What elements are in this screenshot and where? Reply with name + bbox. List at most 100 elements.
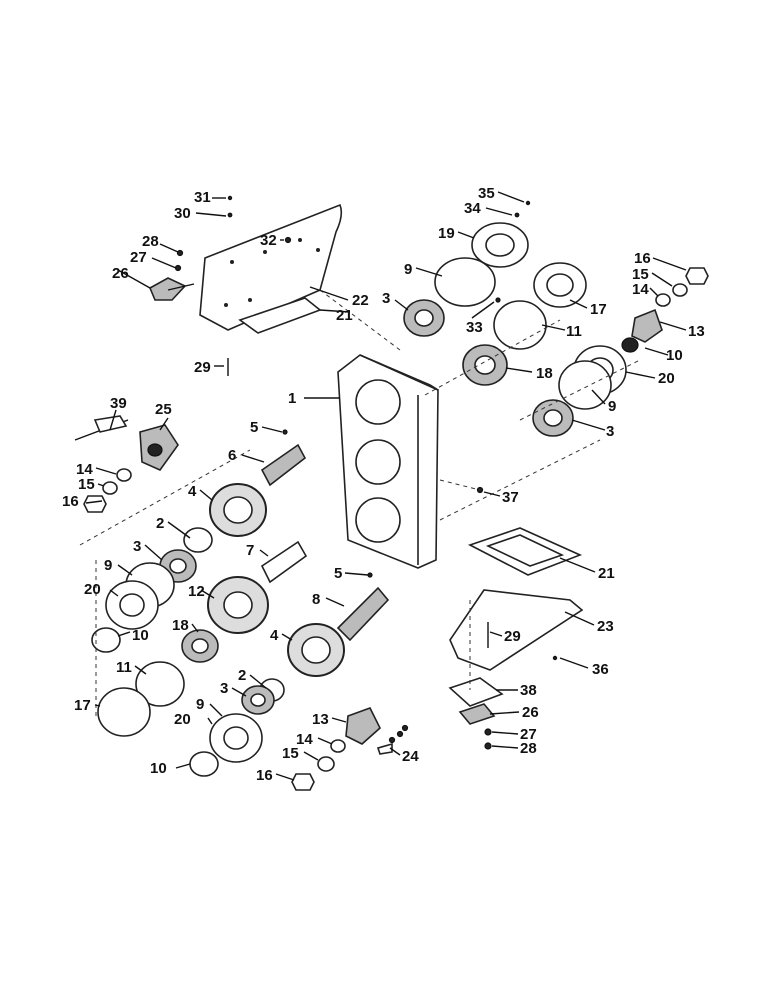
callout-37: 37 <box>502 489 519 506</box>
retainer-20-left <box>105 580 159 630</box>
seal-10-lower <box>189 751 219 777</box>
nut-16-right <box>685 267 709 285</box>
callout-15: 15 <box>78 476 95 493</box>
nut-27-lower <box>484 728 492 736</box>
callout-31: 31 <box>194 189 211 206</box>
cap-17-upper <box>533 262 587 308</box>
washer-15-lower <box>317 756 335 772</box>
gear-4-upper <box>209 483 267 537</box>
hardware-upper-small <box>174 195 558 661</box>
leader-lines <box>85 191 687 781</box>
callout-11: 11 <box>116 659 132 676</box>
bolts-24 <box>376 724 409 755</box>
callout-1: 1 <box>288 390 296 407</box>
callout-28: 28 <box>520 740 537 757</box>
bearing-3-right <box>532 399 574 437</box>
callout-17: 17 <box>590 301 607 318</box>
assembly-lines <box>79 289 641 720</box>
nut-28-lower <box>484 742 492 750</box>
callout-9: 9 <box>608 398 616 415</box>
bracket-26-upper <box>148 277 195 301</box>
callout-27: 27 <box>130 249 147 266</box>
callout-38: 38 <box>520 682 537 699</box>
callout-7: 7 <box>246 542 254 559</box>
spacer-2-upper <box>183 527 213 553</box>
callout-24: 24 <box>402 748 419 765</box>
washer-14-left <box>116 468 132 482</box>
callout-13: 13 <box>312 711 329 728</box>
shaft-8 <box>336 586 390 642</box>
callout-26: 26 <box>522 704 539 721</box>
washer-14-right <box>655 293 671 307</box>
bearing-3-upper <box>403 299 445 337</box>
callout-2: 2 <box>238 667 246 684</box>
callout-28: 28 <box>142 233 159 250</box>
bearing-18-upper <box>462 344 508 386</box>
callout-17: 17 <box>74 697 91 714</box>
callout-16: 16 <box>256 767 273 784</box>
callout-2: 2 <box>156 515 164 532</box>
gear-4-lower <box>287 623 345 677</box>
callout-10: 10 <box>666 347 683 364</box>
washer-15-left <box>102 481 118 495</box>
washer-15-right <box>672 283 688 297</box>
bolt-39 <box>74 415 129 441</box>
nut-16-lower <box>291 773 315 791</box>
callout-3: 3 <box>133 538 141 555</box>
callout-21: 21 <box>336 307 353 324</box>
callout-10: 10 <box>132 627 149 644</box>
callout-32: 32 <box>260 232 277 249</box>
callout-3: 3 <box>606 423 614 440</box>
callout-16: 16 <box>634 250 651 267</box>
bearing-18-left <box>181 629 219 663</box>
seal-10-left <box>91 627 121 653</box>
callout-labels: 1 2 2 3 3 3 3 4 4 5 5 6 7 8 9 9 9 9 10 1… <box>62 185 705 784</box>
plate-23 <box>449 589 584 671</box>
callout-3: 3 <box>382 290 390 307</box>
callout-13: 13 <box>688 323 705 340</box>
callout-27: 27 <box>520 726 537 743</box>
bracket-26-lower <box>458 703 496 725</box>
callout-14: 14 <box>632 281 649 298</box>
callout-15: 15 <box>632 266 649 283</box>
shaft-6 <box>260 443 307 487</box>
callout-25: 25 <box>155 401 172 418</box>
callout-10: 10 <box>150 760 167 777</box>
gasket-9-upper <box>434 257 496 307</box>
cap-19 <box>471 222 529 268</box>
callout-34: 34 <box>464 200 481 217</box>
callout-20: 20 <box>174 711 191 728</box>
gear-12 <box>207 576 269 634</box>
shaft-7 <box>260 540 308 584</box>
plate-38 <box>448 677 504 707</box>
callout-11: 11 <box>566 323 582 340</box>
gasket-lower <box>467 527 583 576</box>
cap-17-left <box>97 687 151 737</box>
callout-6: 6 <box>228 447 236 464</box>
callout-18: 18 <box>536 365 553 382</box>
yoke-13-right <box>621 308 663 353</box>
callout-8: 8 <box>312 591 320 608</box>
callout-18: 18 <box>172 617 189 634</box>
yoke-13-lower <box>345 707 381 745</box>
yoke-25 <box>139 424 179 471</box>
callout-9: 9 <box>196 696 204 713</box>
callout-23: 23 <box>597 618 614 635</box>
gasket-11-upper <box>493 300 547 350</box>
callout-14: 14 <box>296 731 313 748</box>
callout-4: 4 <box>270 627 279 644</box>
bearing-3-lower <box>241 685 275 715</box>
callout-33: 33 <box>466 319 483 336</box>
callout-26: 26 <box>112 265 129 282</box>
callout-16: 16 <box>62 493 79 510</box>
callout-3: 3 <box>220 680 228 697</box>
callout-5: 5 <box>250 419 258 436</box>
gasket-11-left <box>135 661 185 707</box>
callout-20: 20 <box>658 370 675 387</box>
callout-29: 29 <box>504 628 521 645</box>
callout-29: 29 <box>194 359 211 376</box>
callout-39: 39 <box>110 395 127 412</box>
callout-30: 30 <box>174 205 191 222</box>
callout-14: 14 <box>76 461 93 478</box>
